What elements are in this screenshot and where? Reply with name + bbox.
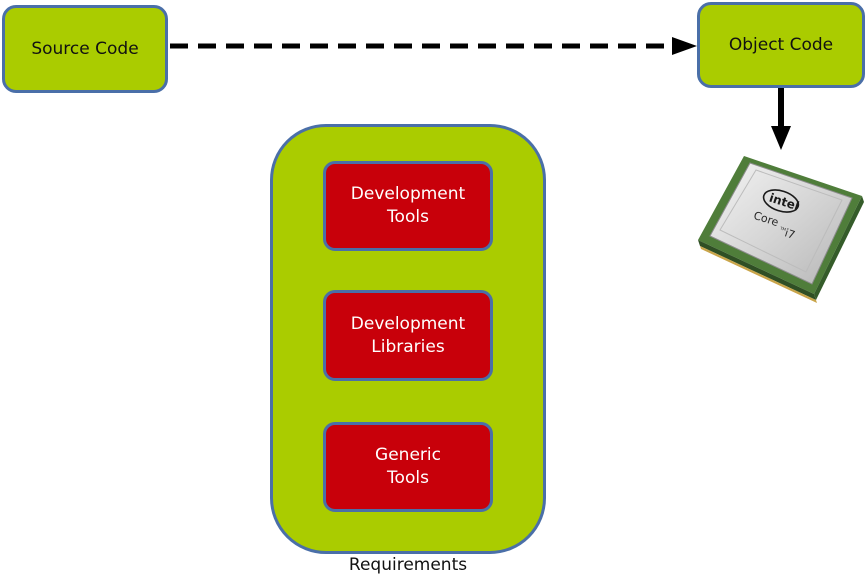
development-libraries-line-1: Development	[350, 313, 466, 334]
development-tools-node: Development Tools	[323, 161, 493, 251]
cpu-chip-image: intel Core TM i7	[698, 156, 864, 303]
development-tools-line-2: Tools	[387, 207, 429, 227]
development-tools-line-1: Development	[350, 184, 466, 204]
generic-tools-node: Generic Tools	[323, 422, 493, 512]
source-code-label: Source Code	[31, 39, 139, 59]
solid-arrow-object-to-cpu	[771, 88, 791, 150]
generic-tools-line-1: Generic	[375, 445, 441, 465]
object-code-node: Object Code	[697, 2, 865, 88]
cpu-model-tm: TM	[779, 225, 788, 232]
development-libraries-node: Development Libraries	[323, 290, 493, 381]
development-libraries-line-2: Libraries	[371, 336, 445, 357]
dashed-arrow-source-to-object	[170, 37, 697, 55]
cpu-model-suffix: i7	[783, 226, 797, 241]
requirements-label: Requirements	[348, 555, 468, 575]
intel-logo-icon	[762, 189, 800, 213]
source-code-node: Source Code	[2, 5, 168, 93]
object-code-label: Object Code	[728, 35, 834, 55]
generic-tools-line-2: Tools	[387, 468, 429, 488]
